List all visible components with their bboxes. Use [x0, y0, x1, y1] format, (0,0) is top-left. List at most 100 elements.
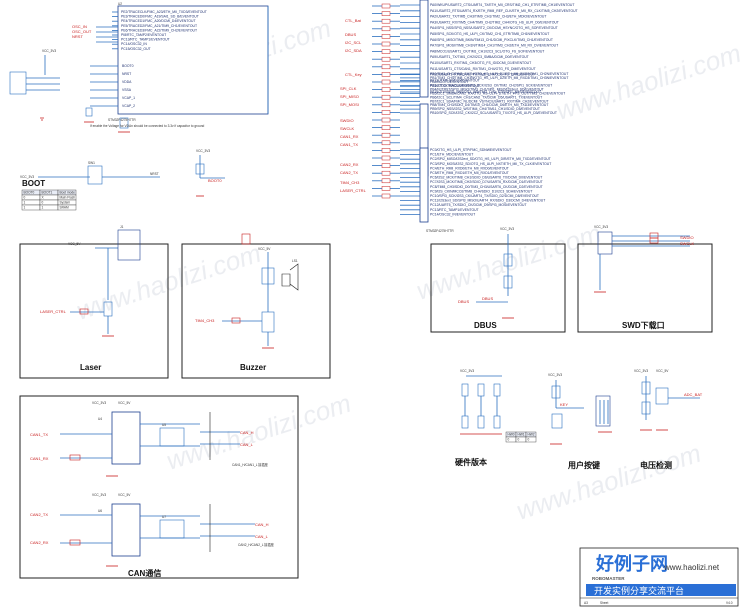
svg-text:CAN1_TX: CAN1_TX [340, 142, 358, 147]
can2-choke: U7 [162, 515, 166, 519]
svg-text:OSC_OUT: OSC_OUT [72, 29, 92, 34]
series-resistor [381, 11, 391, 16]
logo-org: ROBOMASTER [592, 576, 625, 581]
series-resistor [381, 79, 391, 85]
tb-rev: V4.0 [726, 601, 733, 605]
series-resistor [381, 186, 391, 191]
buzzer-frame [181, 243, 331, 379]
series-resistor [381, 178, 391, 184]
svg-text:OSC_IN: OSC_IN [72, 24, 87, 29]
pin-label: PB5/I2C1_SMBA/CAN2_RX/OTG_HS_ULPI_D7/ETH… [430, 92, 565, 96]
series-resistor [381, 155, 391, 161]
tb-size: A3 [584, 601, 588, 605]
pin-label: PC6/I2S2_MCK/TIM8_CH1/SDIO_D6/USART6_TX/… [430, 176, 542, 180]
pin-label: PC2/SPI2_MISO/I2S2ext_SD/OTG_HS_ULPI_DIR… [430, 157, 551, 161]
can1-rx-net: CAN1_RX [30, 456, 49, 461]
pin-label: PA11/USART1_CTS/CAN1_RX/TIM1_CH4/OTG_FS_… [430, 67, 536, 71]
series-resistor [381, 102, 391, 108]
pin-label: PB1/TIM3_CH4/TIM8_CH3N/OTG_HS_ULPI_D2/ET… [430, 76, 568, 80]
logo-url: www.haolizi.net [663, 563, 720, 572]
logo-brand: 好例子网 [595, 553, 668, 574]
pin-label: PC12/UART5_TX/SDIO_CK/DCMI_D9/SPI3_MOSI/… [430, 203, 527, 207]
svg-text:SWCLK: SWCLK [340, 126, 355, 131]
mcu-right-block: PA0/WKUP/USART2_CTS/UART4_TX/ETH_MII_CRS… [340, 0, 578, 233]
pin-label: PC14/OSC32_IN [121, 42, 147, 46]
table-cell-text: BOOT1 [42, 191, 53, 195]
pin-label: PB7/I2C1_SDA/FMC_NL/DCMI_VSYNC/USART1_RX… [430, 99, 549, 103]
table-cell-text: Boot mode [60, 191, 76, 195]
mcu-right-pins-3: PC0/OTG_HS_ULPI_STP/FMC_SDNWE/EVENTOUTPC… [400, 148, 551, 216]
mcu-ref-label: STM32F427IIH7TR [108, 118, 136, 122]
svg-text:NRST: NRST [72, 34, 83, 39]
table-cell [525, 436, 537, 443]
series-resistor [381, 132, 391, 138]
can2-ref: U6 [98, 509, 102, 513]
pin-label: PA15/JTDI/SPI3_NSS/I2S3_WS/TIM2_CH1_ETR/… [430, 90, 541, 94]
mcu-left-pins: PE2/TRACECLK/FMC_A23/ETH_MII_TXD3/EVENTO… [112, 10, 207, 51]
user-key-section: VCC_3V3 KEY 用户按键 [548, 373, 612, 470]
svg-text:CAN2_TX: CAN2_TX [340, 170, 358, 175]
buzzer-tim-net: TIM4_CH3 [195, 318, 215, 323]
pin-label: PA10/USART1_RX/TIM1_CH3/OTG_FS_ID/DCMI_D… [430, 61, 531, 65]
table-cell-text: 0 [518, 438, 520, 442]
svg-text:VCAP_2: VCAP_2 [122, 104, 135, 108]
voltage-title: 电压检测 [640, 460, 672, 470]
can2-conn-label: CAN2_H/CAN2_L 接插座 [238, 542, 275, 547]
pin-label: PC13/RTC_TAMP1/EVENTOUT [121, 38, 170, 42]
can2-l-net: CAN_L [255, 534, 269, 539]
pin-label: PE2/TRACECLK/FMC_A23/ETH_MII_TXD3/EVENTO… [121, 10, 207, 14]
table-cell-text: 0 [24, 196, 26, 200]
pin-label: PB0/TIM3_CH3/TIM8_CH2N/OTG_HS_ULPI_D1/ET… [430, 72, 568, 76]
series-resistor [381, 49, 391, 54]
pin-label: PB9/SPI2_NSS/I2S2_WS/TIM4_CH4/TIM11_CH1/… [430, 107, 540, 111]
table-cell-text: System [60, 201, 71, 205]
pin-label: PB3/JTDO/TRACESWO/SPI3_SCK/I2S3_CK/TIM2_… [430, 84, 552, 88]
vcc-boot: VCC_3V3 [196, 149, 210, 153]
pin-label: PB8/TIM4_CH3/SDIO_D4/TIM10_CH1/DCMI_D6/E… [430, 103, 548, 107]
user-key-title: 用户按键 [567, 460, 600, 470]
svg-text:SPI_MISO: SPI_MISO [340, 94, 359, 99]
dbus-title: DBUS [474, 321, 497, 330]
can2-vcc5: VCC_5V [118, 493, 131, 497]
mcu-right-body-1 [419, 0, 429, 98]
table-cell [57, 204, 77, 211]
logo-slogan-bar [586, 584, 736, 596]
pin-label: PA1/USART2_RTS/UART4_RX/ETH_RMII_REF_CLK… [430, 9, 578, 13]
laser-j: J1 [120, 225, 124, 229]
left-net-labels: OSC_IN OSC_OUT NRST [72, 24, 118, 43]
watermark-text: www.haolizi.com [513, 438, 705, 526]
can1-ref: U4 [98, 417, 102, 421]
can1-h-net: CAN_H [240, 430, 254, 435]
boot0-net: BOOT0 [208, 178, 222, 183]
pin-label: PE4/TRACED1/FMC_A20/DCMI_D4/EVENTOUT [121, 19, 196, 23]
pin-label: PB10/SPI2_SCK/I2S2_CK/I2C2_SCL/USART3_TX… [430, 111, 557, 115]
logo-slogan: 开发实例分享交流平台 [594, 585, 684, 596]
swclk-net: SWCLK [680, 241, 695, 246]
can1-vcc33: VCC_3V3 [92, 401, 106, 405]
ref-u2: U2 [118, 2, 122, 6]
series-resistor [381, 193, 391, 199]
table-cell-text: Main Flash [60, 196, 76, 200]
svg-text:VSSA: VSSA [122, 88, 132, 92]
can1-choke: U5 [162, 423, 166, 427]
can1-tx-net: CAN1_TX [30, 432, 48, 437]
volt-vcc5: VCC_5V [656, 369, 669, 373]
pin-label: PC8/TIM8_CH3/SDIO_D0/TIM3_CH3/USART6_CK/… [430, 185, 543, 189]
pin-label: PE5/TRACED2/FMC_A21/TIM9_CH1/EVENTOUT [121, 24, 197, 28]
svg-text:SPI_CLK: SPI_CLK [340, 86, 357, 91]
hw-vcc: VCC_3V3 [460, 369, 474, 373]
svg-text:SW1: SW1 [88, 161, 95, 165]
can1-l-net: CAN_L [240, 442, 254, 447]
table-cell-text: 0 [528, 438, 530, 442]
pin-label: PA3/USART2_RX/TIM5_CH4/TIM9_CH2/TIM2_CH4… [430, 20, 559, 24]
buzzer-title: Buzzer [240, 363, 266, 372]
can1-vcc5: VCC_5V [118, 401, 131, 405]
right-net-labels: CTL_Bat DBUS I2C_SCL I2C_SDA CTL_Key SPI… [340, 18, 367, 193]
vcc-label: VCC_3V3 [42, 49, 56, 53]
buzzer-ls: LS1 [292, 259, 298, 263]
pin-label: PI8/RTC_TAMP2/EVENTOUT [121, 33, 166, 37]
can1-conn-label: CAN1_H/CAN1_L 接插座 [232, 462, 269, 467]
